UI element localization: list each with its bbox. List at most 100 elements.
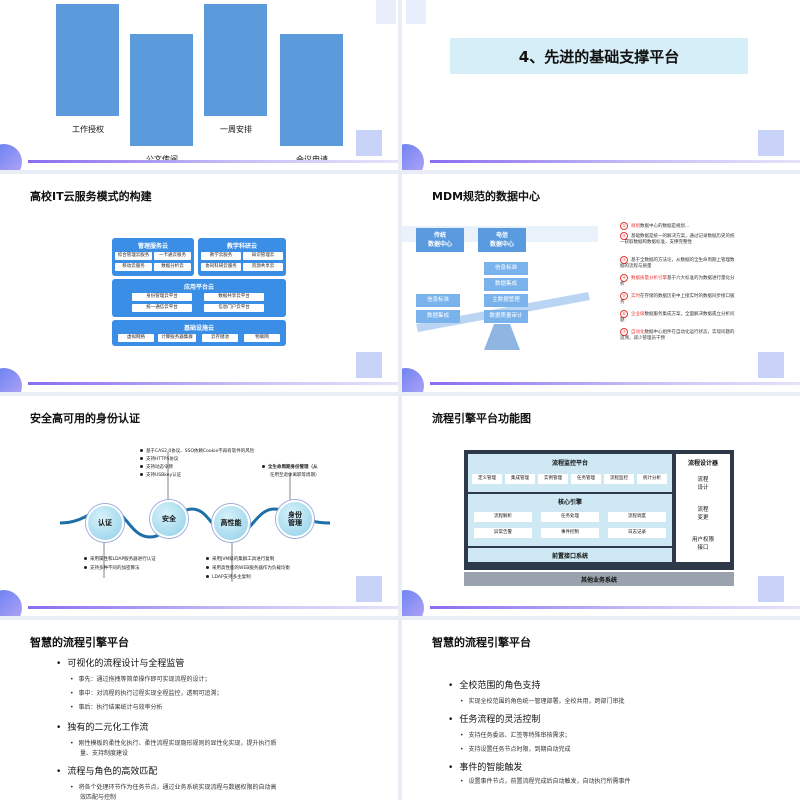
bullet-l1: 独有的二元化工作流 xyxy=(56,720,148,733)
decor-bar xyxy=(28,606,398,609)
monitor-item: 统计分析 xyxy=(637,474,667,484)
slide-title: 智慧的流程引擎平台 xyxy=(30,636,129,649)
feature-item: 全生命周期身份管理（从 xyxy=(262,464,318,471)
bullet-l2: 设置事件节点，前置流程完成后自动触发，自动执行所需事件 xyxy=(460,776,631,785)
slide-title: 流程引擎平台功能图 xyxy=(432,412,531,425)
decor-circle xyxy=(0,368,22,392)
feature-item: 支持USBkey认证 xyxy=(140,472,181,479)
bar-3 xyxy=(204,4,267,116)
decor-circle xyxy=(0,590,22,616)
card-telecom-dc: 电信 数据中心 xyxy=(478,228,526,252)
decor-circle xyxy=(402,368,424,392)
cell: 资源共享云 xyxy=(243,263,283,271)
other-title: 其他业务系统 xyxy=(580,577,617,584)
feature-item: 支持动态令牌 xyxy=(140,464,173,471)
slide-title: 安全高可用的身份认证 xyxy=(30,412,140,425)
bullet-l2: 事先：通过拖拽等简单操作即可实现流程的设计； xyxy=(70,674,211,683)
node-identity-mgmt: 身份 管理 xyxy=(276,500,314,538)
chip: 信息标准 xyxy=(416,294,460,307)
panel-infra-cloud: 基础设施云 虚拟网络 计算服务器集群 云存储池 物联网 xyxy=(112,320,286,346)
cell: 计算服务器集群 xyxy=(158,334,196,342)
bullet-l2: 支持设置任务节点时限，到期自动完成 xyxy=(460,744,571,753)
feature-item: 支持HTTPS协议 xyxy=(140,456,178,463)
slide-smart-process-1[interactable]: 智慧的流程引擎平台 可视化的流程设计与全程监管 事先：通过拖拽等简单操作即可实现… xyxy=(0,620,398,800)
feature-item: 支持多种不同的加密算法 xyxy=(84,565,140,572)
feature-item: 采用JVM级的集群工具进行复制 xyxy=(206,556,274,563)
cell: 知识管理云 xyxy=(243,252,283,260)
slide-smart-process-2[interactable]: 智慧的流程引擎平台 全校范围的角色支持 实现全校范围的角色统一管理部署，全校共用… xyxy=(402,620,800,800)
bullet-l2: 将各个处理环节作为任务节点，通过业务系统实现流程与数据权限的自动高 xyxy=(70,782,277,791)
node-auth: 认证 xyxy=(86,504,124,542)
cell: 信息门户云平台 xyxy=(204,304,264,312)
core-item: 任务处理 xyxy=(541,512,599,522)
bar-label: 会议申请 xyxy=(272,154,352,165)
other-systems xyxy=(464,572,734,586)
decor-pale xyxy=(406,0,426,24)
bullet-l1: 事件的智能触发 xyxy=(448,760,522,773)
designer-panel xyxy=(676,454,730,562)
bullet-l2: 事中：对流程的执行过程实现全程监控，透明可追溯； xyxy=(70,688,223,697)
designer-item: 用户权限 接口 xyxy=(691,537,714,551)
core-item: 流程解析 xyxy=(474,512,532,522)
decor-square xyxy=(356,576,382,602)
decor-bar xyxy=(430,606,800,609)
monitor-item: 实例管理 xyxy=(538,474,568,484)
bar-4 xyxy=(280,34,343,146)
decor-circle xyxy=(402,590,424,616)
decor-bar xyxy=(430,382,800,385)
decor-bar xyxy=(28,382,398,385)
bullet-l2-cont: 效匹配与控制 xyxy=(80,794,117,800)
bar-1 xyxy=(56,4,119,116)
monitor-item: 定义管理 xyxy=(472,474,502,484)
monitor-panel xyxy=(468,454,672,492)
core-item: 日志记录 xyxy=(608,528,666,538)
decor-circle xyxy=(402,144,424,170)
panel-title: 管理服务云 xyxy=(137,243,168,250)
feature-item: 任用至退休离职等周期） xyxy=(270,473,320,478)
panel-title: 应用平台云 xyxy=(183,284,214,291)
cell: 数据分析云 xyxy=(154,263,191,271)
designer-title: 流程设计器 xyxy=(687,460,718,467)
bullet-l2: 实现全校范围的角色统一管理部署，全校共用，跨部门审批 xyxy=(460,696,625,705)
panel-teach-cloud: 教学科研云 教学云服务 知识管理云 协同科研云服务 资源共享云 xyxy=(198,238,286,276)
slide-it-cloud[interactable]: 高校IT云服务模式的构建 管理服务云 综合管理云服务 一卡通云服务 移动云服务 … xyxy=(0,174,398,392)
monitor-item: 流程监控 xyxy=(604,474,634,484)
bar-label: 一周安排 xyxy=(220,125,252,134)
panel-title: 教学科研云 xyxy=(226,243,257,250)
card-traditional-dc: 传统 数据中心 xyxy=(416,228,464,252)
bullet-l2: 刚性模板的柔性化执行、柔性流程实现隐形规则的显性化实现，提升执行质 xyxy=(70,738,277,747)
bullet-l1: 流程与角色的高效匹配 xyxy=(56,764,157,777)
slide-platform-header[interactable]: 4、先进的基础支撑平台 xyxy=(402,0,800,170)
feature-item: 采用属性和LDAP服务器进行认证 xyxy=(84,556,156,563)
slide-process-engine-diagram[interactable]: 流程引擎平台功能图 流程监控平台 定义管理 集成管理 实例管理 任务管理 流程监… xyxy=(402,396,800,616)
bullet-l1: 全校范围的角色支持 xyxy=(448,678,540,691)
slide-title: 高校IT云服务模式的构建 xyxy=(30,190,152,203)
cell: 综合管理云服务 xyxy=(115,252,152,260)
chip: 数据集成 xyxy=(416,310,460,323)
cell: 身份管理云平台 xyxy=(132,293,192,301)
slide-bar-chart[interactable]: 工作授权 公文传阅 一周安排 会议申请 xyxy=(0,0,398,170)
cell: 一卡通云服务 xyxy=(154,252,191,260)
balance-scale-icon xyxy=(402,226,598,350)
slide-mdm-datacenter[interactable]: MDM规范的数据中心 传统 数据中心 电信 数据中心 信息标准 数据集成 信息标… xyxy=(402,174,800,392)
flow-wave xyxy=(59,452,331,582)
core-item: 流程调度 xyxy=(608,512,666,522)
cell: 教学云服务 xyxy=(201,252,241,260)
bar-2 xyxy=(130,34,193,146)
node-security: 安全 xyxy=(150,500,188,538)
decor-square xyxy=(356,130,382,156)
panel-app-cloud: 应用平台云 身份管理云平台 数据共享云平台 统一通信云平台 信息门户云平台 xyxy=(112,279,286,317)
section-header: 4、先进的基础支撑平台 xyxy=(450,38,748,74)
monitor-item: 任务管理 xyxy=(571,474,601,484)
bullet-l1: 任务流程的灵活控制 xyxy=(448,712,540,725)
bar-label: 公文传阅 xyxy=(122,154,202,165)
bullet-l2: 支持任务委派、汇签等特殊审核需求； xyxy=(460,730,571,739)
slide-identity-auth[interactable]: 安全高可用的身份认证 认证 安全 高性能 身份 管理 基于CAS2.0协议、SS… xyxy=(0,396,398,616)
decor-bar xyxy=(28,160,398,163)
